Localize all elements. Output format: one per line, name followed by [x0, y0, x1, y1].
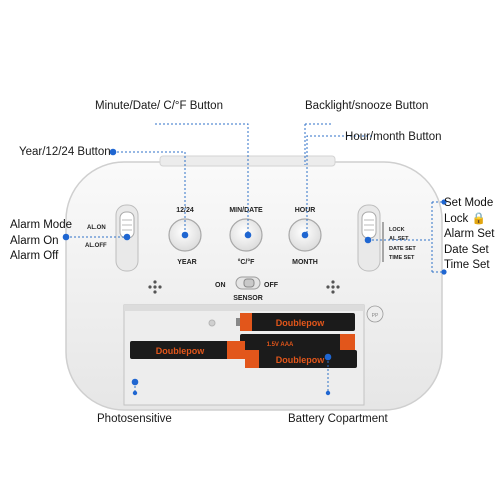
hour-month-callout: Hour/month Button [345, 131, 442, 143]
mode-time-set-label: TIME SET [389, 255, 415, 261]
sensor-switch[interactable] [235, 276, 261, 290]
alarm-off-text: Alarm Off [10, 250, 59, 262]
svg-text:Doublepow: Doublepow [276, 355, 325, 365]
mode-date-set-label: DATE SET [389, 246, 416, 252]
backlight-snooze-callout: Backlight/snooze Button [305, 100, 429, 112]
button-3-bottom: MONTH [292, 259, 318, 266]
button-1-bottom: YEAR [177, 259, 196, 266]
svg-text:PP: PP [372, 313, 379, 319]
year-12-24-callout: Year/12/24 Button [19, 146, 111, 158]
button-3-top: HOUR [295, 207, 316, 214]
alarm-mode-text: Alarm Mode [10, 219, 72, 231]
minute-date-callout: Minute/Date/ C/°F Button [95, 100, 223, 112]
alarm-on-label: AL.ON [87, 225, 106, 231]
mode-switch-callout: Set Mode Lock 🔒 Alarm Set Date Set Time … [444, 196, 495, 274]
photosensitive-callout: Photosensitive [97, 413, 172, 425]
mode-lock-label: LOCK [389, 227, 405, 233]
speaker-holes-right [326, 280, 340, 294]
svg-text:Doublepow: Doublepow [276, 318, 325, 328]
alarm-on-text: Alarm On [10, 234, 59, 247]
battery-3: Doublepow [130, 341, 245, 359]
button-2-top: MIN/DATE [229, 207, 263, 214]
svg-text:1.5V AAA: 1.5V AAA [267, 342, 294, 348]
battery-compartment-callout: Battery Copartment [288, 413, 388, 425]
lock-icon: 🔒 [471, 212, 486, 225]
recycle-mark: PP [366, 305, 384, 323]
button-2-bottom: °C/°F [238, 258, 256, 266]
battery-1: Doublepow [236, 313, 355, 331]
speaker-holes-left [148, 280, 162, 294]
sensor-off-label: OFF [264, 282, 279, 289]
svg-text:Doublepow: Doublepow [156, 346, 205, 356]
alarm-off-label: AL.OFF [85, 243, 107, 249]
battery-2: 1.5V AAA [240, 334, 355, 352]
lock-text: Lock [444, 212, 469, 225]
alarm-set-text: Alarm Set [444, 228, 495, 240]
date-set-text: Date Set [444, 243, 489, 256]
alarm-switch-callout: Alarm Mode Alarm On Alarm Off [10, 218, 72, 265]
set-mode-text: Set Mode [444, 197, 494, 209]
sensor-on-label: ON [215, 282, 226, 289]
button-1-top: 12/24 [176, 207, 194, 214]
sensor-label: SENSOR [233, 295, 263, 302]
mode-al-set-label: AL SET [389, 236, 409, 242]
lock-row: Lock 🔒 [444, 212, 495, 228]
time-set-text: Time Set [444, 259, 490, 271]
